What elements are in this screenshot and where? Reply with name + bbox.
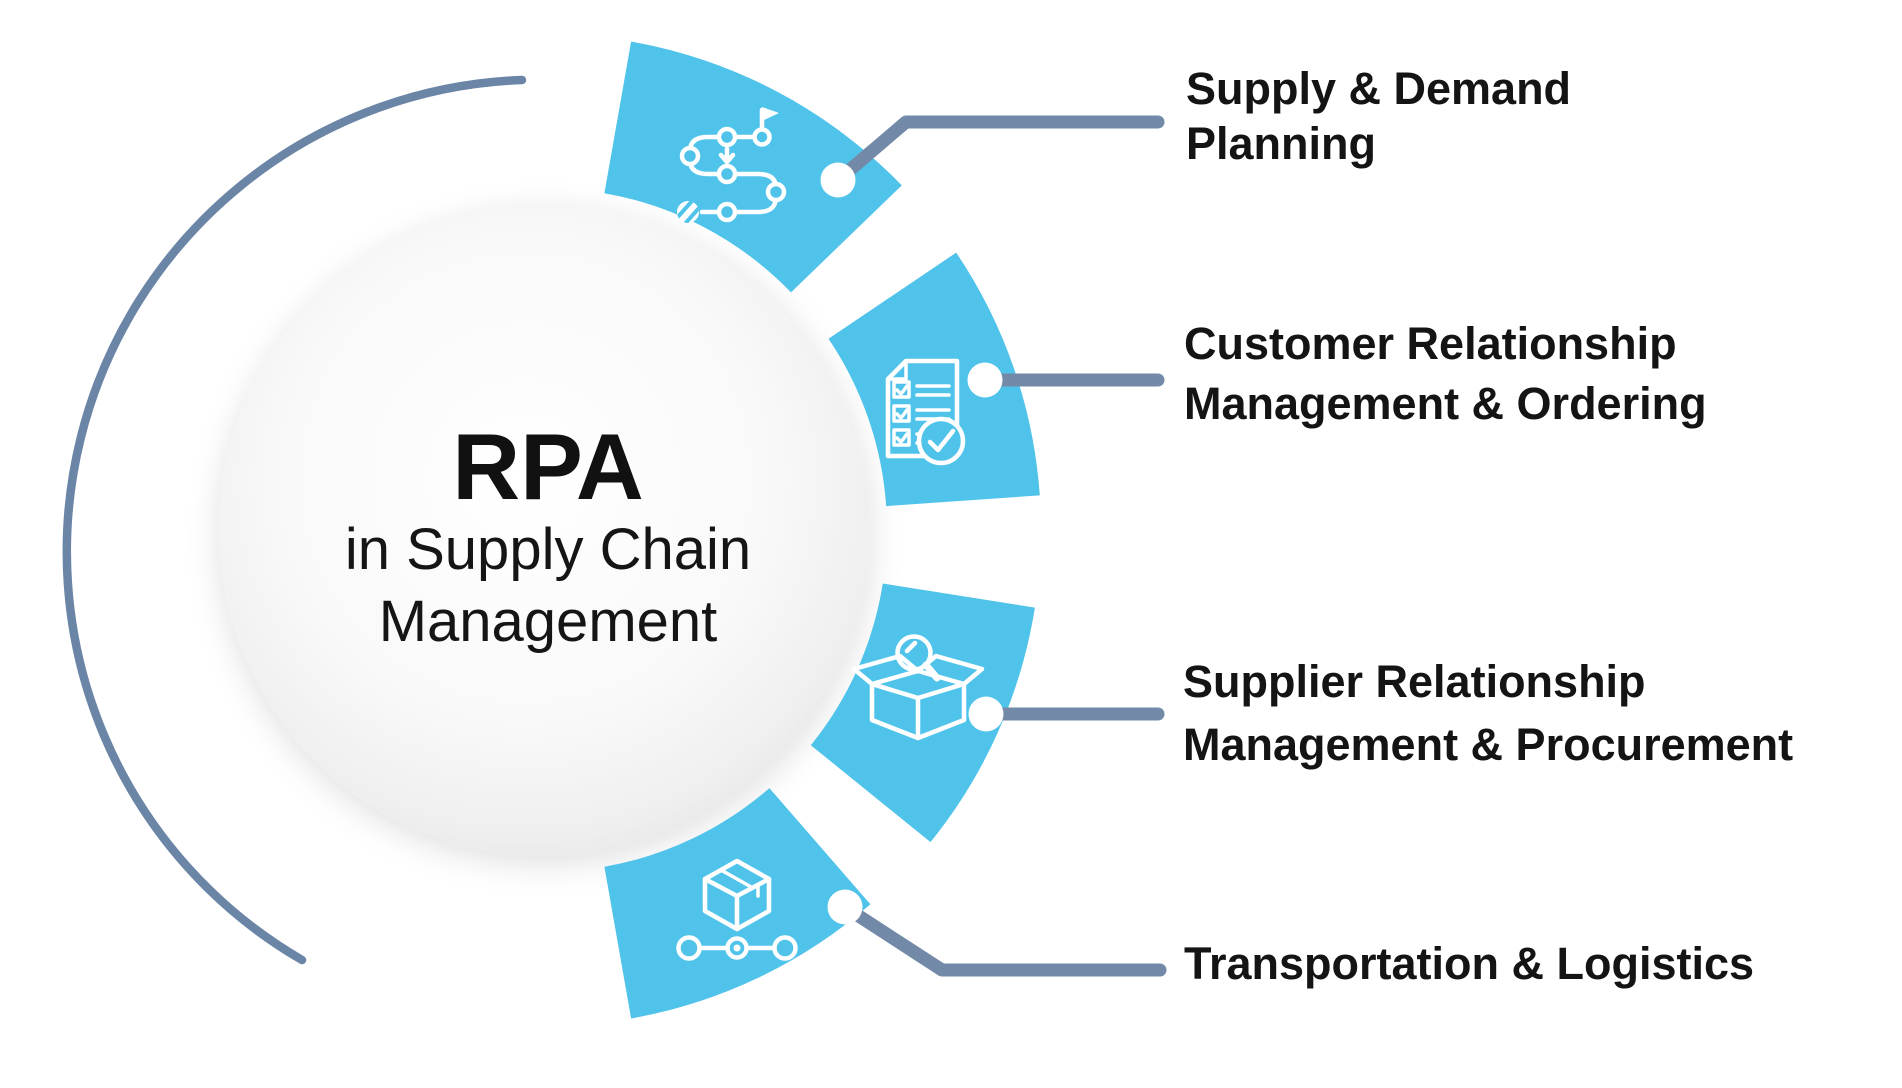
- connector-dot-3: [968, 696, 1004, 732]
- wedge-customer-relationship: [828, 252, 1040, 507]
- start-node-stripes: [677, 201, 699, 223]
- down-arrow-icon: [718, 146, 736, 165]
- package-tracking-icon: [676, 858, 798, 961]
- center-circle: [219, 204, 871, 856]
- callout-label: Management & Ordering: [1184, 378, 1707, 429]
- callout-label: Supplier Relationship: [1183, 656, 1646, 707]
- route-milestones-icon: [677, 107, 787, 223]
- connector-dot-4: [827, 889, 863, 925]
- wedge-supplier-relationship: [810, 583, 1035, 843]
- connector-line-1: [831, 115, 1165, 187]
- checklist-icon: [885, 358, 966, 466]
- connector-dot-1: [820, 162, 856, 198]
- flag-icon: [762, 107, 779, 121]
- connector-dot-2: [967, 362, 1003, 398]
- callout-label: Planning: [1186, 118, 1376, 169]
- center-subtitle-line2: Management: [379, 589, 718, 654]
- box-inspection-icon: [851, 634, 985, 741]
- wedge-supply-demand-planning: [604, 41, 902, 293]
- magnifier-icon: [895, 634, 933, 672]
- callout-label: Supply & Demand: [1186, 63, 1571, 114]
- left-crescent-arc: [62, 75, 527, 965]
- callout-label: Customer Relationship: [1184, 318, 1677, 369]
- callout-label: Management & Procurement: [1183, 719, 1793, 770]
- callout-label: Transportation & Logistics: [1184, 938, 1754, 989]
- center-title: RPA: [452, 414, 644, 519]
- center-subtitle-line1: in Supply Chain: [345, 517, 751, 582]
- connector-line-4: [838, 900, 1167, 977]
- check-circle-icon: [916, 416, 966, 466]
